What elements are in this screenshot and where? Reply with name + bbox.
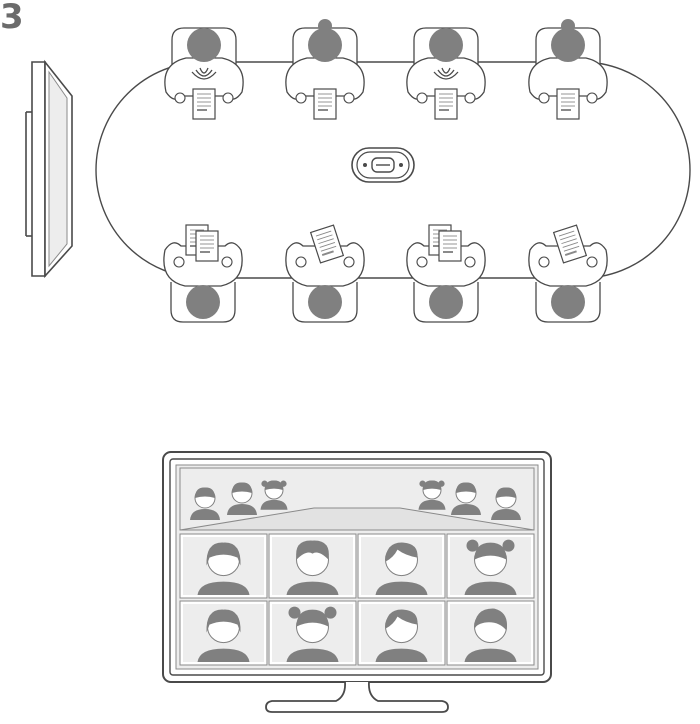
document-icon bbox=[434, 88, 458, 120]
person-icon bbox=[528, 19, 608, 120]
hair-icon bbox=[385, 609, 418, 629]
person-icon bbox=[406, 27, 486, 120]
monitor-screen bbox=[179, 467, 535, 666]
person-icon bbox=[528, 224, 608, 323]
speaking-waves-icon bbox=[433, 67, 459, 80]
participant-icon bbox=[197, 609, 250, 662]
participant-icon bbox=[491, 487, 521, 520]
head-icon bbox=[187, 28, 221, 62]
room-table-icon bbox=[179, 507, 535, 531]
person-icon bbox=[163, 224, 243, 323]
room-view-panel bbox=[179, 467, 535, 531]
video-tile bbox=[446, 600, 535, 666]
video-tile bbox=[268, 533, 357, 599]
hair-icon bbox=[385, 542, 418, 562]
document-icon bbox=[309, 224, 345, 264]
hair-icon bbox=[206, 609, 241, 633]
head-icon bbox=[551, 285, 585, 319]
document-icon bbox=[195, 230, 219, 262]
participant-icon bbox=[418, 480, 446, 510]
participant-icon bbox=[451, 482, 481, 515]
participant-icon bbox=[227, 482, 257, 515]
hair-icon bbox=[296, 540, 329, 560]
video-tile bbox=[268, 600, 357, 666]
video-tile bbox=[357, 533, 446, 599]
person-icon bbox=[164, 27, 244, 120]
hair-icon bbox=[474, 608, 507, 631]
participant-icon bbox=[190, 487, 220, 520]
document-icon bbox=[313, 88, 337, 120]
video-tile bbox=[357, 600, 446, 666]
hair-icon bbox=[474, 542, 507, 560]
bottom-seat-row bbox=[163, 224, 608, 323]
video-tile bbox=[179, 533, 268, 599]
participant-icon bbox=[375, 542, 428, 595]
document-icon bbox=[552, 224, 588, 264]
step-number: 3 bbox=[0, 0, 24, 37]
head-icon bbox=[429, 285, 463, 319]
document-icon bbox=[556, 88, 580, 120]
participant-icon bbox=[375, 609, 428, 662]
person-icon bbox=[285, 19, 365, 120]
video-tile bbox=[179, 600, 268, 666]
wall-display-icon bbox=[25, 59, 73, 279]
document-icon bbox=[192, 88, 216, 120]
participant-icon bbox=[464, 539, 517, 595]
participant-icon bbox=[286, 540, 339, 595]
hair-icon bbox=[206, 542, 241, 566]
head-icon bbox=[429, 28, 463, 62]
video-tile bbox=[446, 533, 535, 599]
person-icon bbox=[406, 224, 486, 323]
participant-icon bbox=[197, 542, 250, 595]
hair-bun-icon bbox=[561, 19, 575, 33]
top-seat-row bbox=[164, 19, 608, 120]
participant-icon bbox=[286, 606, 339, 662]
conference-speakerphone-icon bbox=[351, 147, 415, 183]
participant-icon bbox=[260, 480, 288, 510]
document-icon bbox=[438, 230, 462, 262]
hair-bun-icon bbox=[318, 19, 332, 33]
head-icon bbox=[551, 28, 585, 62]
speaking-waves-icon bbox=[191, 67, 217, 80]
head-icon bbox=[186, 285, 220, 319]
participant-icon bbox=[464, 608, 517, 662]
hair-icon bbox=[296, 609, 329, 627]
head-icon bbox=[308, 28, 342, 62]
head-icon bbox=[308, 285, 342, 319]
person-icon bbox=[285, 224, 365, 323]
